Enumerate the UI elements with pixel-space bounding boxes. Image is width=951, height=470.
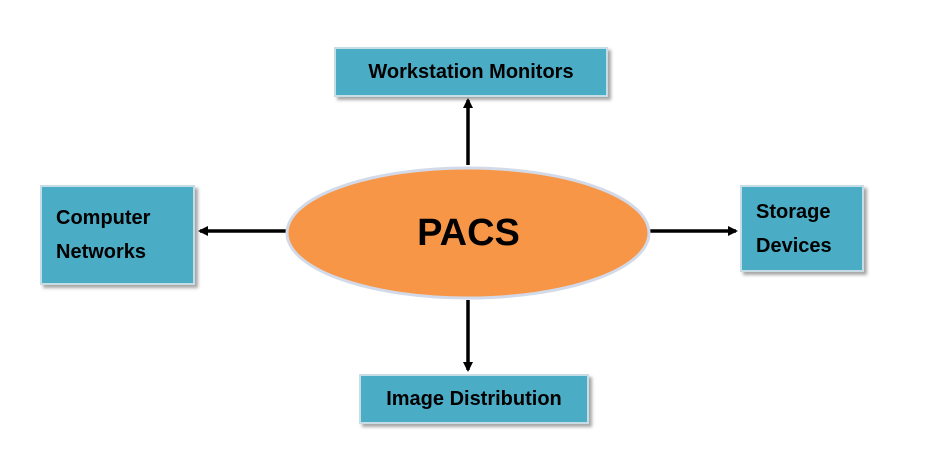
node-image-distribution-label: Image Distribution: [386, 388, 562, 410]
node-image-distribution: Image Distribution: [359, 374, 589, 424]
node-storage-devices-line1: Storage: [756, 200, 831, 223]
node-workstation-monitors-label: Workstation Monitors: [368, 61, 574, 83]
pacs-ellipse: [285, 166, 651, 300]
node-storage-devices-line2: Devices: [756, 234, 832, 257]
pacs-label: PACS: [417, 211, 520, 254]
node-computer-networks-line1: Computer: [56, 207, 151, 229]
node-computer-networks: Computer Networks: [40, 185, 195, 285]
node-workstation-monitors: Workstation Monitors: [334, 47, 608, 97]
node-computer-networks-line2: Networks: [56, 241, 147, 263]
node-storage-devices: Storage Devices: [740, 185, 864, 272]
